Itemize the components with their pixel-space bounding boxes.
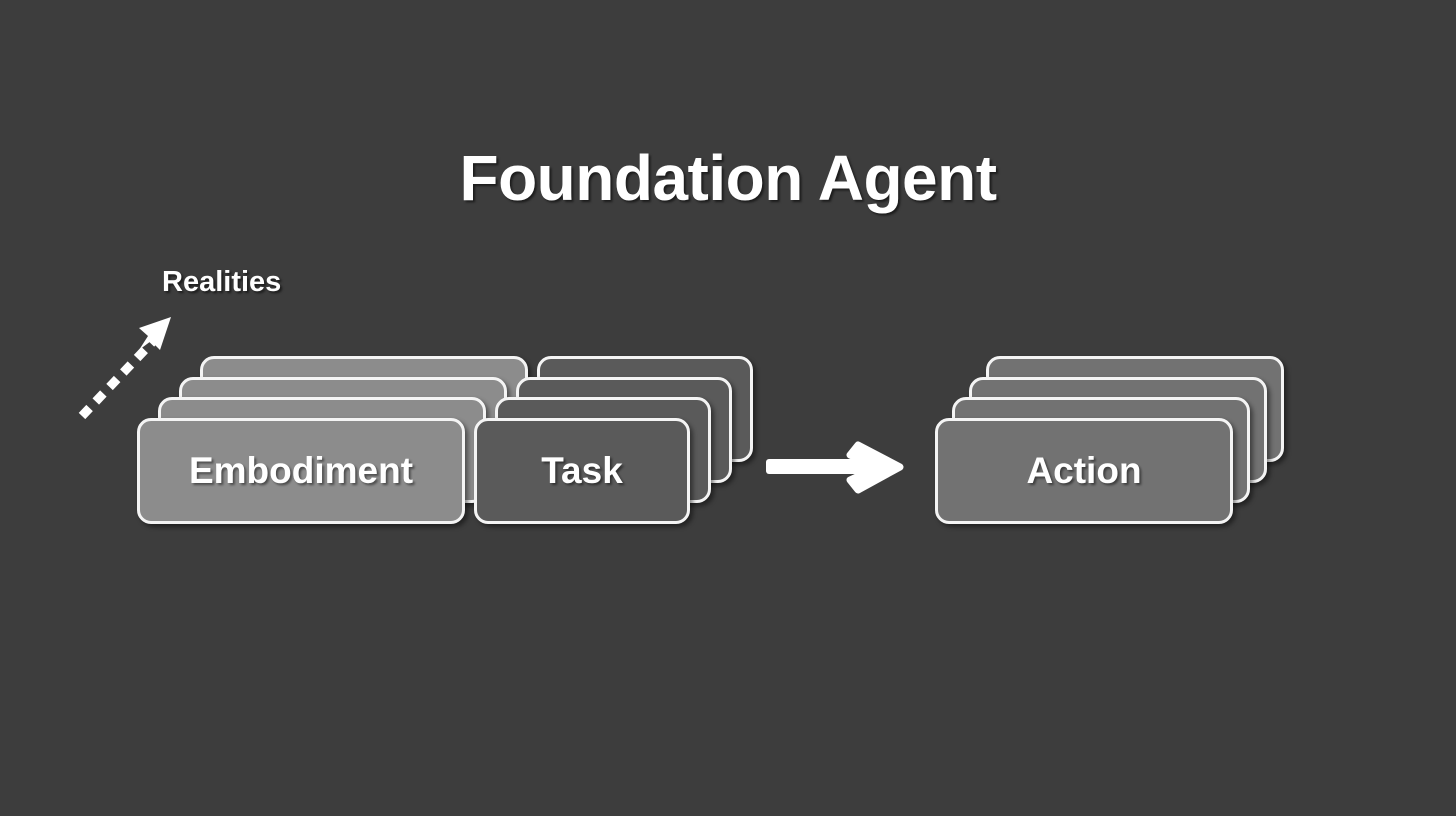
card-stack-embodiment[interactable]: Embodiment <box>137 356 529 528</box>
stack-label-action: Action <box>1026 450 1142 491</box>
arrow-right-icon <box>762 437 908 499</box>
realities-label: Realities <box>162 266 282 298</box>
page-title: Foundation Agent <box>459 142 997 214</box>
stack-card-front[interactable]: Task <box>474 418 690 524</box>
stack-label-embodiment: Embodiment <box>188 450 414 491</box>
card-stack-action[interactable]: Action <box>935 356 1287 528</box>
dashed-diagonal-arrow-up-right-icon <box>66 306 186 431</box>
stack-card-front[interactable]: Action <box>935 418 1233 524</box>
card-stack-task[interactable]: Task <box>474 356 754 528</box>
stack-card-front[interactable]: Embodiment <box>137 418 465 524</box>
stack-label-task: Task <box>541 450 623 491</box>
